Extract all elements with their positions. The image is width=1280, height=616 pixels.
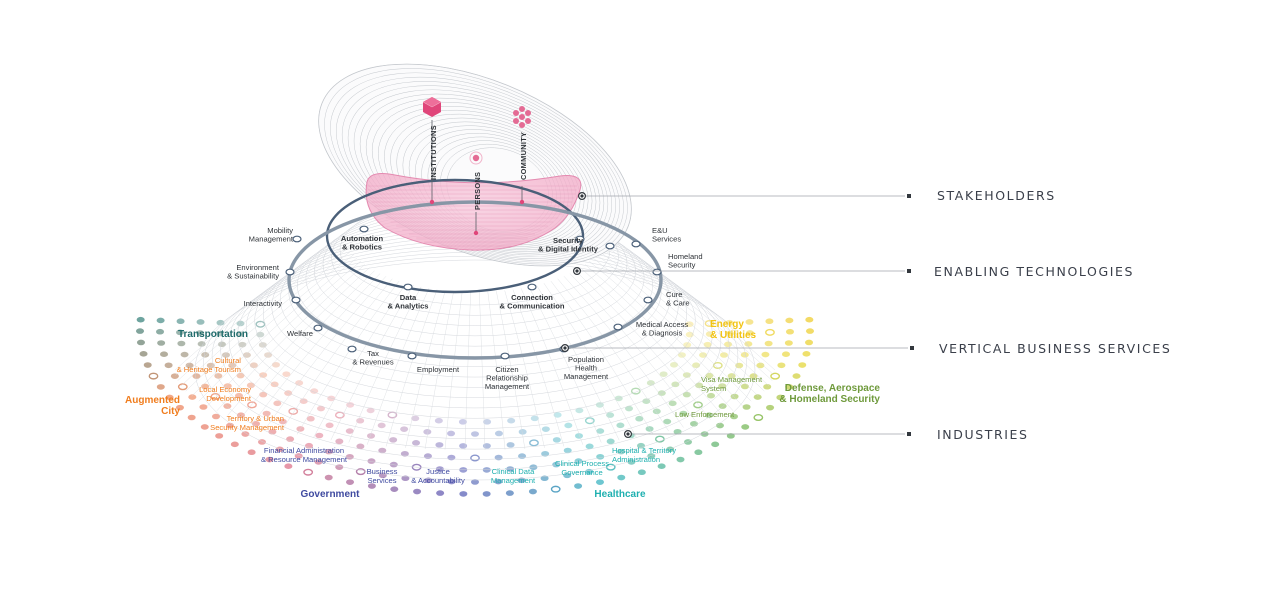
service-label: Employment: [417, 365, 460, 374]
tech-security-digital-identity: Security& Digital Identity: [538, 236, 599, 254]
ring-nodes: [285, 225, 662, 360]
stakeholder-institutions: INSTITUTIONS: [422, 97, 442, 205]
leader-industries: INDUSTRIES: [623, 427, 1029, 442]
industry-heading: Government: [301, 489, 361, 500]
tech-automation-robotics: Automation& Robotics: [341, 234, 384, 252]
institutions-cube-icon: [422, 97, 442, 117]
services-ring: [287, 200, 663, 360]
community-cluster-icon: [513, 106, 531, 128]
industry-heading: Defense, Aerospace& Homeland Security: [779, 383, 880, 405]
community-label: COMMUNITY: [519, 132, 528, 180]
stakeholder-community: COMMUNITY: [513, 106, 531, 205]
service-label: Welfare: [287, 329, 313, 338]
sub-industry-label: Financial Administration& Resource Manag…: [261, 446, 348, 464]
industry-dot-field: [136, 316, 814, 497]
industry-heading: Transportation: [178, 329, 248, 340]
industry-heading: Energy& Utilities: [710, 319, 757, 341]
layer-label-industries: INDUSTRIES: [937, 427, 1029, 442]
leader-enabling-technologies: ENABLING TECHNOLOGIES: [572, 264, 1134, 279]
service-label: Tax& Revenues: [352, 349, 394, 367]
tech-connection-communication: Connection& Communication: [500, 293, 565, 311]
service-label: Interactivity: [244, 299, 283, 308]
leader-vertical-business-services: VERTICAL BUSINESS SERVICES: [560, 341, 1171, 356]
leader-stakeholders: STAKEHOLDERS: [577, 188, 1056, 203]
stakeholders-bowl: [365, 173, 582, 251]
service-label: Medical Access& Diagnosis: [636, 320, 689, 338]
sub-industry-label: Justice& Accountability: [411, 467, 465, 485]
service-label: Environment& Sustainability: [227, 263, 280, 281]
technology-ring: [325, 178, 585, 294]
institutions-label: INSTITUTIONS: [429, 125, 438, 180]
persons-label: PERSONS: [473, 172, 482, 210]
layer-label-vertical-business-services: VERTICAL BUSINESS SERVICES: [939, 341, 1171, 356]
sub-industry-label: Cultural& Heritage Tourism: [177, 356, 242, 374]
stakeholder-persons: PERSONS: [469, 151, 483, 236]
industry-heading: Healthcare: [594, 489, 646, 500]
sub-industry-label: Low Enforcement: [675, 410, 735, 419]
persons-dot-icon: [472, 154, 480, 162]
tech-data-analytics: Data& Analytics: [387, 293, 428, 311]
service-label: Cure& Care: [666, 290, 690, 308]
layer-label-enabling-technologies: ENABLING TECHNOLOGIES: [934, 264, 1134, 279]
layer-label-stakeholders: STAKEHOLDERS: [937, 188, 1056, 203]
